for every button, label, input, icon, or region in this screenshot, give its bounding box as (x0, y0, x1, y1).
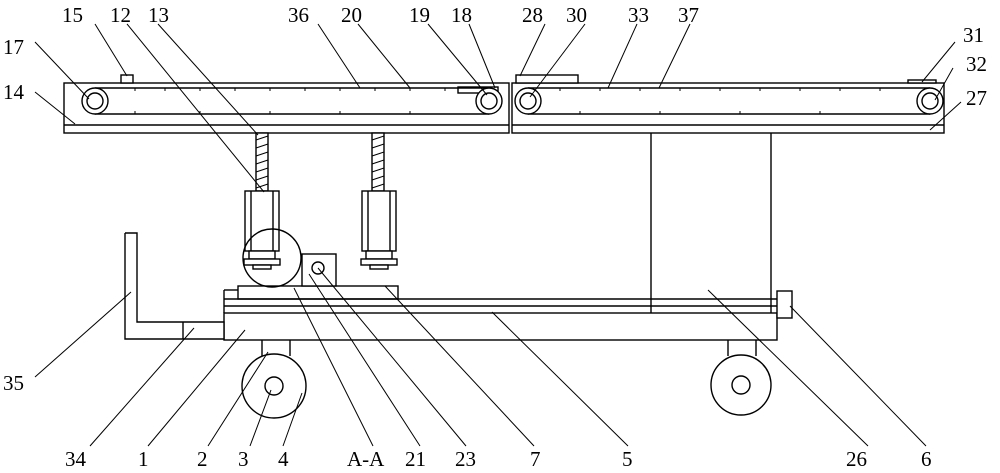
detail-circle-aa (242, 228, 302, 288)
right-wheel (710, 340, 772, 416)
right-conveyor-bracket-left (515, 74, 579, 84)
label-32: 32 (966, 52, 987, 76)
push-handle (124, 232, 225, 340)
label-26: 26 (846, 447, 867, 471)
label-33: 33 (628, 3, 649, 27)
label-2: 2 (197, 447, 208, 471)
part-labels: 15 12 13 36 20 19 18 28 30 33 37 31 17 3… (3, 3, 987, 471)
label-21: 21 (405, 447, 426, 471)
label-1: 1 (138, 447, 149, 471)
label-36: 36 (288, 3, 309, 27)
right-wheel-axle (731, 375, 751, 395)
label-3: 3 (238, 447, 249, 471)
leader-lines (34, 23, 962, 447)
label-5: 5 (622, 447, 633, 471)
label-28: 28 (522, 3, 543, 27)
lift-cylinder-left (244, 190, 280, 252)
label-4: 4 (278, 447, 289, 471)
left-wheel (241, 340, 307, 419)
label-30: 30 (566, 3, 587, 27)
base-frame (223, 312, 778, 341)
label-37: 37 (678, 3, 699, 27)
lift-assembly-left (243, 132, 281, 270)
label-a-a: A-A (347, 447, 385, 471)
label-7: 7 (530, 447, 541, 471)
label-13: 13 (148, 3, 169, 27)
label-23: 23 (455, 447, 476, 471)
support-column (650, 133, 772, 340)
label-14: 14 (3, 80, 25, 104)
label-12: 12 (110, 3, 131, 27)
label-35: 35 (3, 371, 24, 395)
right-conveyor (511, 74, 945, 134)
label-17: 17 (3, 35, 24, 59)
stop-block (776, 290, 793, 319)
label-27: 27 (966, 86, 987, 110)
left-conveyor-bracket (120, 74, 134, 84)
lift-cylinder-right (361, 190, 397, 252)
label-34: 34 (65, 447, 87, 471)
lift-assembly-right (360, 132, 398, 270)
chassis (223, 228, 778, 341)
left-conveyor (63, 74, 510, 134)
left-wheel-axle (264, 376, 284, 396)
label-15: 15 (62, 3, 83, 27)
label-31: 31 (963, 23, 984, 47)
label-19: 19 (409, 3, 430, 27)
label-18: 18 (451, 3, 472, 27)
label-20: 20 (341, 3, 362, 27)
label-6: 6 (921, 447, 932, 471)
